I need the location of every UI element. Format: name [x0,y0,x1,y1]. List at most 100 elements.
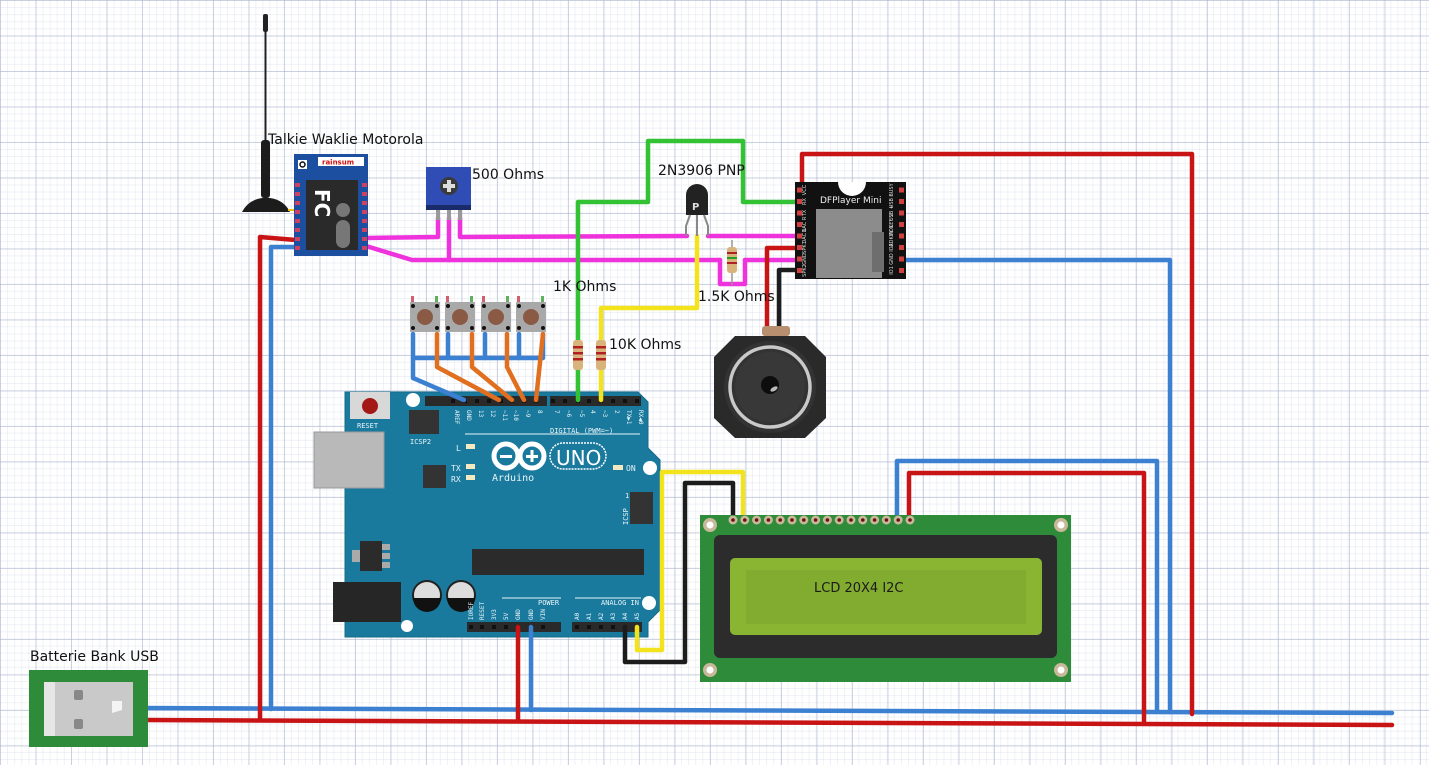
radio-pin [295,246,300,250]
dfplayer-pin-label: VCC [802,184,808,195]
radio-module[interactable]: rainsum FC [294,154,368,256]
wire-buttons-gnd [410,331,546,361]
digital-pin-label: TX▶1 [625,410,632,425]
power-pin-label: GND [528,609,535,620]
push-button-3[interactable] [481,296,511,332]
power-pin-label: GND [515,609,522,620]
dfplayer-pin-label: USB + [889,205,895,221]
wire-speaker-pos [764,245,805,333]
potentiometer[interactable] [426,167,471,220]
wire-button-1 [434,331,502,403]
dfplayer-pin-label: SPK1 [802,241,808,254]
icsp-label: ICSP [622,508,630,525]
usb-b-connector [313,431,385,489]
radio-brand: rainsum [322,159,354,167]
wire-dfplayer-gnd [893,257,1173,715]
wire-button-4 [533,331,546,403]
wire-lcd-gnd [894,458,1160,714]
wire-buttons-to-gnd [410,355,467,403]
dfplayer-pin-label: ADKEY 2 [889,214,895,236]
wire-power-bus [140,717,1395,728]
lcd-20x4-i2c[interactable] [700,515,1071,682]
uno-label: UNO [556,446,601,470]
transistor-mark: P [692,202,699,213]
push-button-1[interactable] [410,296,440,332]
dfplayer-title: DFPlayer Mini [820,196,881,206]
wires [140,138,1395,728]
speaker[interactable] [714,326,826,438]
r1k-label: 1K Ohms [553,279,616,295]
wire-audio-in [363,243,723,263]
dfplayer-pin-label: BUSY [889,182,895,196]
wire-button-2 [469,331,515,403]
digital-header-low [550,396,641,406]
radio-pin [295,228,300,232]
radio-pin [362,192,367,196]
radio-pin [362,210,367,214]
analog-header [572,622,642,632]
analog-pin-label: A3 [610,612,617,620]
power-pin-label: 5V [503,612,510,620]
wire-ground-bus [140,705,1395,716]
radio-pin [362,219,367,223]
reset-label: RESET [357,422,379,430]
atmega-chip [472,549,644,575]
digital-label: DIGITAL (PWM=~) [550,427,613,435]
wire-dfplayer-vcc [799,151,1195,717]
push-button-4[interactable] [516,296,546,332]
power-label: POWER [538,599,560,607]
digital-pin-label: ~10 [512,410,519,421]
fc-mark: FC [310,189,334,217]
dfplayer-pin-label: USB - [889,194,895,208]
icsp-header [630,492,653,524]
r10k-label: 10K Ohms [609,337,681,353]
wire-radio-vcc [257,234,299,723]
wire-i2c-sda [634,469,746,653]
antenna [242,14,296,212]
resistor-10k[interactable] [596,340,606,370]
digital-pin-label: 13 [477,410,484,418]
digital-header-high [425,396,547,406]
transistor-2n3906[interactable]: P [685,184,709,236]
dfplayer-pin-label: RX [802,197,808,204]
dfplayer-pin-label: SPK2 [802,264,808,277]
led-on-label: ON [626,464,636,473]
wire-speaker-neg [776,267,805,333]
arduino-logo: UNO Arduino [491,441,607,484]
resistor-1k[interactable] [573,340,583,370]
wire-audio-out [363,215,441,241]
icsp-pin1-label: 1 [625,492,629,500]
push-button-2[interactable] [445,296,475,332]
digital-pin-label: 4 [589,410,596,414]
dfplayer-pin-label: IO2 [889,243,895,252]
analog-pin-label: A4 [622,612,629,620]
digital-pin-label: GND [465,410,472,421]
pot-label: 500 Ohms [472,167,544,183]
power-pin-label: IOREF [468,602,475,620]
led-l-label: L [456,444,461,453]
digital-pin-label: ~9 [524,410,531,418]
icsp2-header [409,410,439,434]
digital-pin-label: RX◀0 [637,410,644,425]
led-rx-label: RX [451,475,461,484]
radio-pin [362,201,367,205]
wire-radio-gnd [268,244,299,712]
resistor-1-5k[interactable] [727,240,737,285]
walkie-label: Talkie Waklie Motorola [267,132,423,148]
wire-button-3 [504,331,527,403]
radio-pin [295,219,300,223]
digital-pin-label: 7 [553,410,560,414]
usb-battery-bank[interactable] [29,670,148,747]
radio-pin [362,228,367,232]
digital-pin-label: ~6 [565,410,572,418]
analog-pin-label: A5 [634,612,641,620]
analog-pin-label: A2 [598,612,605,620]
radio-pin [362,237,367,241]
battery-label: Batterie Bank USB [30,649,159,665]
r1-5k-label: 1.5K Ohms [698,289,775,305]
radio-pin [362,246,367,250]
digital-pin-label: ~5 [578,410,585,418]
